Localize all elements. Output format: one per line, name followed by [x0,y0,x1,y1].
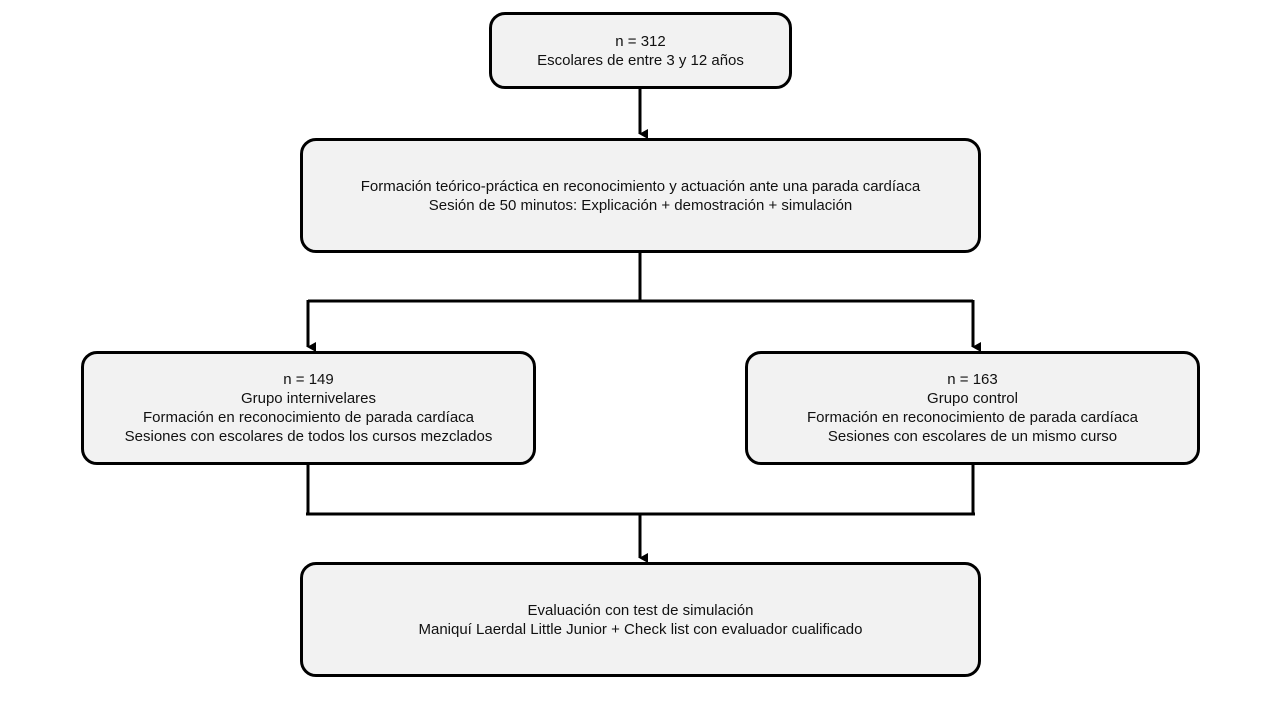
inter-group-name: Grupo internivelares [240,390,377,407]
control-sessions: Sesiones con escolares de un mismo curso [827,428,1118,445]
control-group-name: Grupo control [927,390,1018,407]
population-count: n = 312 [615,32,666,50]
node-group-control: n = 163 Grupo control Formación en recon… [745,351,1200,465]
training-session: Sesión de 50 minutos: Explicación + demo… [428,196,853,214]
evaluation-title: Evaluación con test de simulación [527,601,754,619]
control-training: Formación en reconocimiento de parada ca… [806,409,1139,426]
inter-training: Formación en reconocimiento de parada ca… [142,409,475,426]
inter-count: n = 149 [283,371,334,388]
control-count: n = 163 [947,371,998,388]
population-description: Escolares de entre 3 y 12 años [537,51,744,69]
node-group-internivelares: n = 149 Grupo internivelares Formación e… [81,351,536,465]
node-training: Formación teórico-práctica en reconocimi… [300,138,981,253]
training-title: Formación teórico-práctica en reconocimi… [360,177,921,195]
inter-sessions: Sesiones con escolares de todos los curs… [124,428,493,445]
node-evaluation: Evaluación con test de simulación Maniqu… [300,562,981,677]
evaluation-tools: Maniquí Laerdal Little Junior + Check li… [418,620,863,638]
node-population: n = 312 Escolares de entre 3 y 12 años [489,12,792,89]
